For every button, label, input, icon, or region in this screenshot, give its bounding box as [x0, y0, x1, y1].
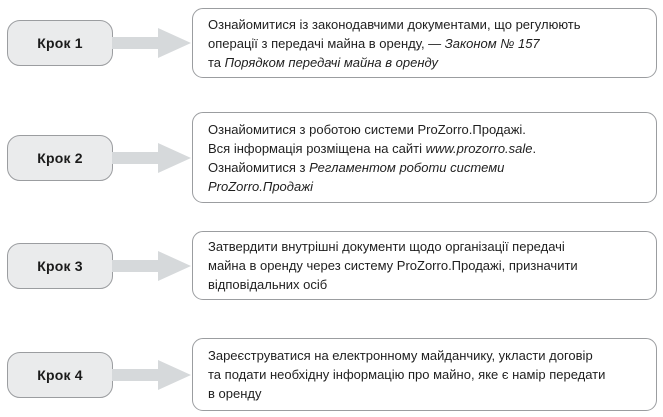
step-row-3: Крок 3 Затвердити внутрішні документи щод…	[0, 231, 663, 300]
step-description-line: ProZorro.Продажі	[208, 178, 314, 194]
step-row-1: Крок 1 Ознайомитися із законодавчими доку…	[0, 8, 663, 78]
step-label: Крок 3	[37, 257, 83, 274]
right-block-arrow-icon	[112, 28, 191, 58]
step-description-line: Вся інформація розміщена на сайті www.pr…	[208, 140, 537, 156]
step-description-line: Зареєструватися на електронному майданчи…	[208, 348, 593, 363]
right-block-arrow-icon	[112, 359, 191, 390]
step-label-box: Крок 2	[7, 134, 113, 181]
step-description-box: Ознайомитися із законодавчими документам…	[192, 8, 657, 78]
step-description-box: Ознайомитися з роботою системи ProZorro.…	[192, 112, 657, 203]
step-description-line: Ознайомитися із законодавчими документам…	[208, 16, 581, 32]
step-row-4: Крок 4 Зареєструватися на електронному ма…	[0, 338, 663, 411]
step-label: Крок 2	[37, 149, 83, 166]
step-row-2: Крок 2 Ознайомитися з роботою системи Pro…	[0, 112, 663, 203]
step-description-line: майна в оренду через систему ProZorro.Пр…	[208, 258, 578, 273]
step-description-line: в оренду	[208, 386, 262, 401]
step-description-line: Ознайомитися з Регламентом роботи систем…	[208, 159, 505, 175]
step-description-line: та Порядком передачі майна в оренду	[208, 54, 439, 70]
step-description-box: Затвердити внутрішні документи щодо орга…	[192, 231, 657, 300]
step-description-line: Затвердити внутрішні документи щодо орга…	[208, 239, 565, 254]
right-block-arrow-icon	[112, 250, 191, 281]
step-description-line: та подати необхідну інформацію про майно…	[208, 367, 606, 382]
step-label: Крок 4	[37, 366, 83, 383]
step-description-line: операції з передачі майна в оренду, — За…	[208, 35, 540, 51]
step-label-box: Крок 3	[7, 242, 113, 289]
step-label-box: Крок 4	[7, 351, 113, 398]
step-description-line: Ознайомитися з роботою системи ProZorro.…	[208, 121, 526, 137]
step-label-box: Крок 1	[7, 20, 113, 66]
step-description-box: Зареєструватися на електронному майданчи…	[192, 338, 657, 411]
step-label: Крок 1	[37, 35, 83, 51]
step-description-line: відповідальних осіб	[208, 277, 328, 292]
right-block-arrow-icon	[112, 142, 191, 173]
